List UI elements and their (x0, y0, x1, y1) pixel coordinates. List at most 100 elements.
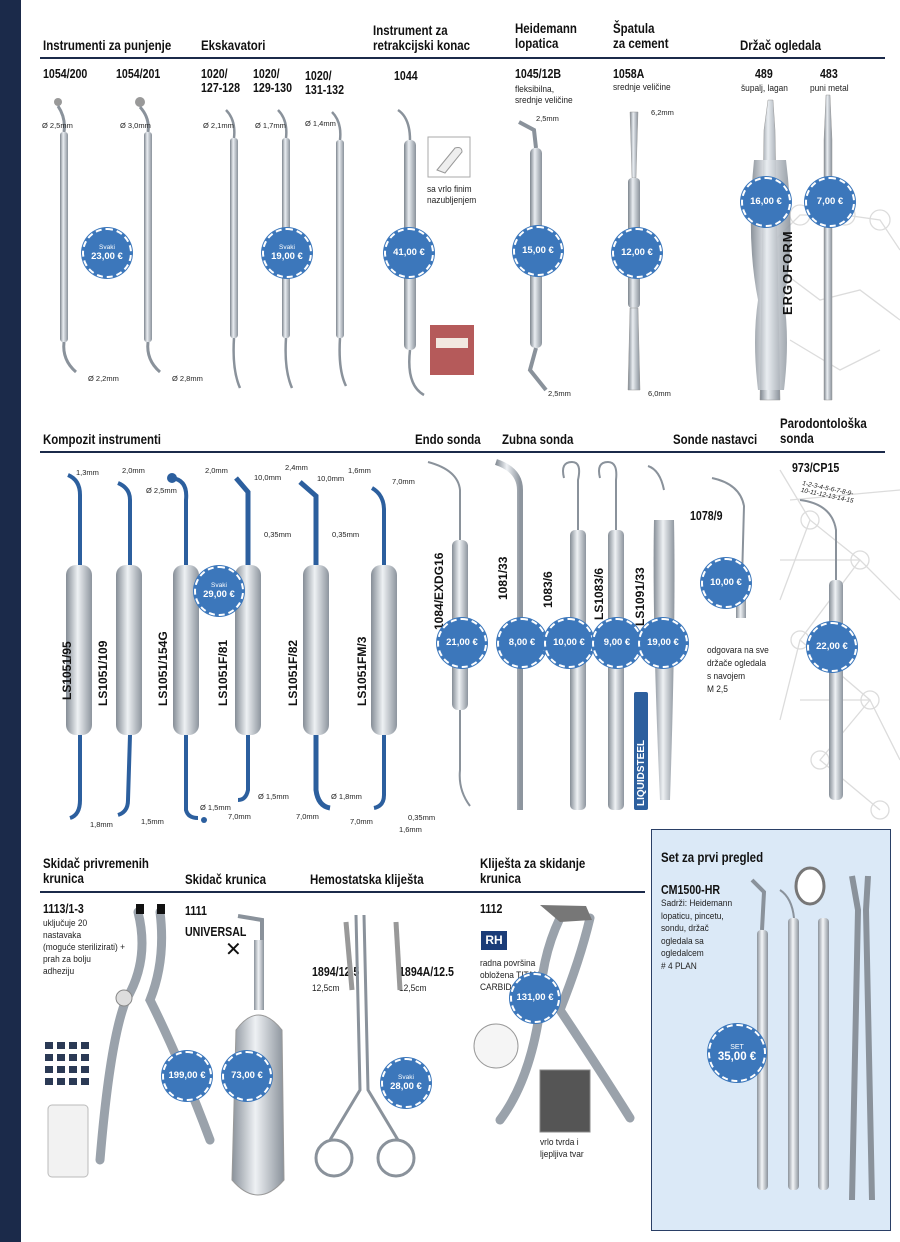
code-ls1051-95: LS1051/95 (60, 641, 74, 700)
heading-kompozit: Kompozit instrumenti (43, 431, 161, 447)
note-489: šupalj, lagan (741, 83, 788, 94)
dim-k-top-6: 2,4mm (285, 463, 308, 472)
code-1054-200: 1054/200 (43, 67, 88, 81)
dim-k-top-4: 2,0mm (205, 466, 228, 475)
dim-heidemann-2: 2,5mm (548, 389, 571, 398)
heading-retrakcijski: Instrument za retrakcijski konac (373, 22, 471, 53)
code-ls1083: LS1083/6 (592, 567, 606, 620)
note-spatula: srednje veličine (613, 82, 671, 93)
left-navy-bar (0, 0, 21, 1242)
dim-punjenje-4: Ø 2,8mm (172, 374, 203, 383)
price-1058a: 12,00 € (612, 228, 662, 278)
code-1081: 1081/33 (496, 556, 510, 600)
code-1044: 1044 (394, 69, 418, 83)
code-1078: 1078/9 (690, 509, 723, 523)
price-973: 22,00 € (807, 622, 857, 672)
code-ls1051fm-3: LS1051FM/3 (355, 636, 369, 706)
code-cm1500: CM1500-HR (661, 883, 721, 897)
price-1111: 73,00 € (222, 1051, 272, 1101)
powder-jar (47, 1104, 89, 1178)
heading-parodontoloska: Parodontološka sonda (780, 415, 867, 446)
instrument-1112 (495, 913, 635, 1125)
instrument-1054-200 (54, 98, 78, 374)
instrument-1054-201 (135, 97, 162, 374)
code-ls1051f-82: LS1051F/82 (286, 639, 300, 706)
heading-punjenje: Instrumenti za punjenje (43, 37, 172, 53)
brand-liquidsteel: LIQUIDSTEEL (636, 739, 647, 806)
code-1084: 1084/EXDG16 (432, 552, 446, 630)
code-1894: 1894/12.5 (312, 965, 360, 979)
dim-k-bot-5: 7,0mm (228, 812, 251, 821)
price-1113: 199,00 € (162, 1051, 212, 1101)
heading-nastavci: Sonde nastavci (673, 431, 758, 447)
row2-instruments (66, 459, 843, 823)
cross-icon: ✕ (225, 939, 242, 961)
instrument-483 (823, 94, 833, 401)
heading-hemostatska: Hemostatska kliješta (310, 871, 424, 887)
dim-k-bot-6: Ø 1,8mm (331, 792, 362, 801)
price-1081: 8,00 € (497, 618, 547, 668)
code-1054-201: 1054/201 (116, 67, 161, 81)
dim-k-bot-2: 1,5mm (141, 817, 164, 826)
dim-k-bot-4: Ø 1,5mm (258, 792, 289, 801)
code-1058a: 1058A (613, 67, 645, 81)
note-heidemann: fleksibilna, srednje veličine (515, 84, 573, 106)
dim-k-top-1: 1,3mm (76, 468, 99, 477)
code-ls1091: LS1091/33 (633, 567, 647, 626)
heading-endo: Endo sonda (415, 431, 481, 447)
dim-k-top-9: 7,0mm (392, 477, 415, 486)
price-label: Svaki (279, 244, 295, 251)
heading-spatula: Špatula za cement (613, 20, 669, 51)
size-1894a: 12,5cm (399, 983, 427, 994)
dim-k-top-8: 1,6mm (348, 466, 371, 475)
carbide-inset (539, 1069, 591, 1133)
dim-k-top-7: 10,0mm (317, 474, 345, 483)
price-1112: 131,00 € (510, 973, 560, 1023)
pliers-inset-circle (473, 1023, 519, 1069)
price-1044: 41,00 € (384, 228, 434, 278)
code-ls1051-109: LS1051/109 (96, 640, 110, 706)
instrument-1083 (562, 460, 586, 810)
code-489: 489 (755, 67, 773, 81)
code-1113: 1113/1-3 (43, 902, 84, 916)
row3-rule (40, 891, 645, 893)
note-nastavci: odgovara na sve držače ogledala s navoje… (707, 645, 769, 695)
dim-k-bot-8: 7,0mm (350, 817, 373, 826)
dim-k-mid-2: 0,35mm (332, 530, 360, 539)
price-1084: 21,00 € (437, 618, 487, 668)
heading-zubna: Zubna sonda (502, 431, 574, 447)
instrument-1081 (494, 459, 523, 810)
price-label: Svaki (99, 244, 115, 251)
heading-klijesta: Kliješta za skidanje krunica (480, 855, 586, 886)
code-973: 973/CP15 (792, 461, 840, 475)
heading-drzac: Držač ogledala (740, 37, 822, 53)
code-1045: 1045/12B (515, 67, 562, 81)
heading-skidac: Skidač krunica (185, 871, 267, 887)
note-retrakcijski: sa vrlo finim nazubljenjem (427, 184, 477, 206)
dim-punjenje-3: Ø 2,2mm (88, 374, 119, 383)
instrument-1894 (314, 914, 416, 1178)
dim-k-bot-10: 1,6mm (399, 825, 422, 834)
price-1083: 10,00 € (544, 618, 594, 668)
heading-skidac-priv: Skidač privremenih krunica (43, 855, 149, 886)
dim-k-mid-1: 0,35mm (264, 530, 292, 539)
code-1112: 1112 (480, 902, 503, 916)
instrument-1020-131 (331, 111, 348, 387)
instrument-1020-127 (225, 109, 242, 389)
code-1020-127: 1020/ 127-128 (201, 67, 240, 95)
price-label: Svaki (398, 1074, 414, 1081)
code-1083: 1083/6 (541, 571, 555, 608)
heading-ekskavatori: Ekskavatori (201, 37, 266, 53)
code-1111: 1111 (185, 904, 207, 918)
price-label: SET (730, 1044, 744, 1051)
code-1020-131: 1020/ 131-132 (305, 69, 344, 97)
note-set: Sadrži: Heidemann lopaticu, pincetu, son… (661, 898, 733, 972)
price-label: Svaki (211, 582, 227, 589)
dim-ekskavator-2: Ø 1,7mm (255, 121, 286, 130)
note-skidac-priv: uključuje 20 nastavaka (moguće sterilizi… (43, 918, 126, 977)
heading-set: Set za prvi pregled (661, 849, 764, 865)
